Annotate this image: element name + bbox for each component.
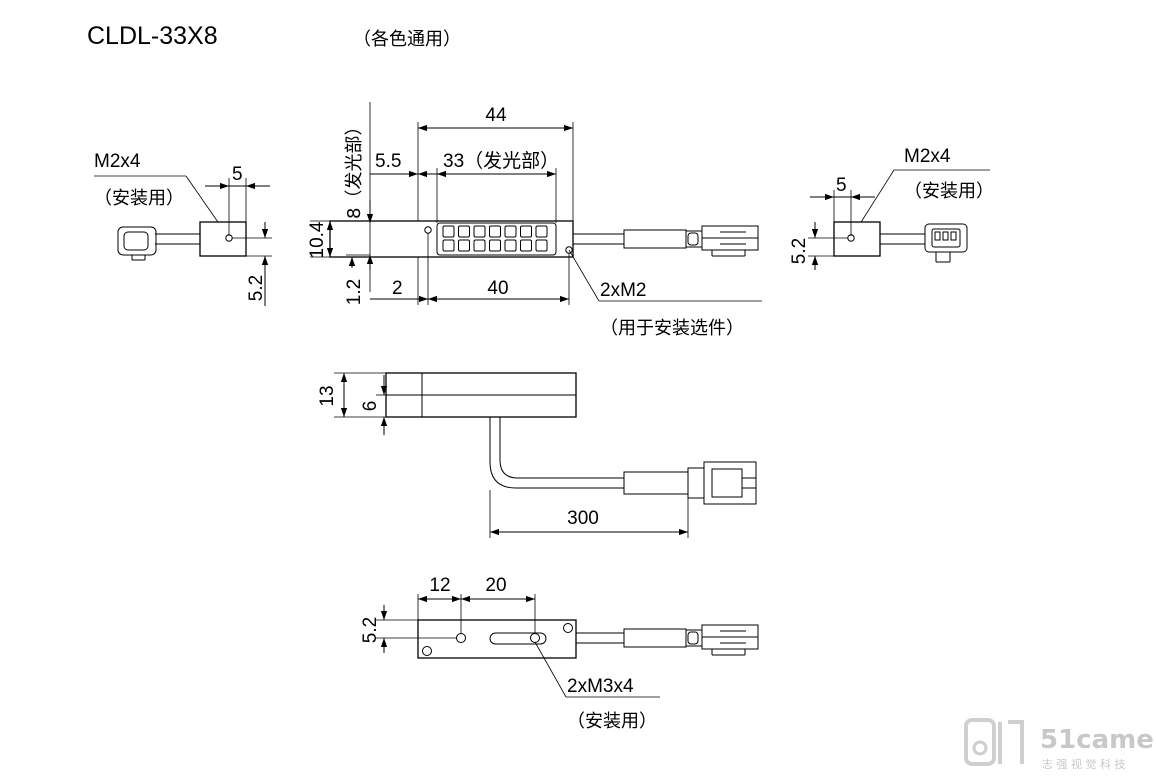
led [442,239,455,252]
bottom-body [417,619,577,659]
bottom-screw-note: （安装用） [567,711,657,732]
side-dim-cable-length: 300 [567,508,599,529]
bottom-dim-pitch2: 20 [485,575,506,596]
led [473,239,486,252]
hole-note: （用于安装选件） [600,318,744,339]
left-body [199,221,247,257]
led [473,225,486,238]
led [442,225,455,238]
led-array [436,222,557,256]
side-dim-height: 13 [317,385,338,406]
bottom-view: 12 20 5.2 2xM3x4 （安装用） [360,575,759,732]
dim-overall-length: 44 [485,105,507,126]
side-cable [489,417,624,489]
header-note: （各色通用） [353,29,461,50]
right-dim-height: 5.2 [789,238,810,264]
left-screw-label: M2x4 [94,151,141,172]
bottom-slot [489,632,547,645]
hole-callout: 2xM2 [600,280,646,301]
led [520,225,532,238]
led [458,239,470,252]
watermark-brand: 51camera [1040,725,1156,755]
dim-hole-offset: 2 [392,278,403,299]
right-connector-end [924,223,968,263]
right-screw-note: （安装用） [904,181,994,202]
dim-bottom-offset: 1.2 [344,279,365,305]
dim-emitting-length: 33（发光部） [443,150,559,172]
watermark-sub: 志 强 视 觉 科 技 [1042,757,1125,771]
dim-emitting-height: 8（发光部） [344,118,365,219]
front-view: 44 33（发光部） 5.5 10.4 8（发光部） 1.2 2 40 2xM2… [307,102,762,339]
side-dim-inner: 6 [360,401,381,412]
left-connector-end [117,226,157,261]
led [535,225,548,238]
left-end-view: M2x4 （安装用） 5 5.2 [94,151,272,306]
dim-offset-left: 5.5 [375,151,401,172]
led [489,225,501,238]
connector [623,225,759,257]
dim-hole-pitch: 40 [487,278,508,299]
left-dim-width: 5 [232,164,243,185]
side-view: 13 6 300 [317,372,757,538]
dim-height: 10.4 [307,221,328,258]
led [504,225,517,238]
right-screw-label: M2x4 [904,146,951,167]
watermark: 51camera 志 强 视 觉 科 技 [964,718,1156,771]
led [520,239,532,252]
left-dim-height: 5.2 [246,275,267,301]
bottom-dim-height: 5.2 [360,617,381,643]
side-connector [623,461,757,505]
led [489,239,501,252]
right-body [833,221,881,257]
led [504,239,517,252]
model-title: CLDL-33X8 [87,22,218,50]
bottom-dim-pitch1: 12 [429,575,450,596]
right-dim-width: 5 [836,175,847,196]
watermark-logo [964,718,1024,766]
left-screw-note: （安装用） [94,188,184,209]
led [535,239,548,252]
bottom-screw-label: 2xM3x4 [567,676,634,697]
led [458,225,470,238]
right-end-view: M2x4 （安装用） 5 5.2 [789,146,994,270]
bottom-connector [623,624,759,656]
